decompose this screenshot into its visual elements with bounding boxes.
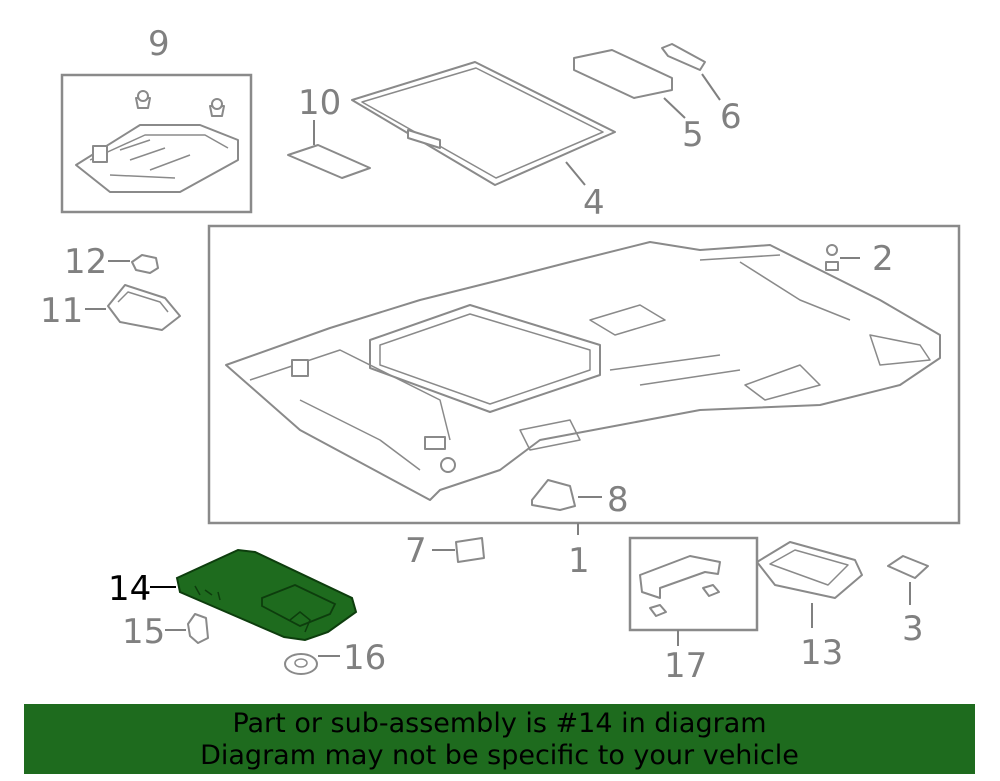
- banner-line-1: Part or sub-assembly is #14 in diagram: [232, 708, 767, 739]
- callout-14[interactable]: 14: [108, 569, 151, 609]
- part-5-illustration: [573, 49, 673, 99]
- callout-10: 10: [298, 83, 341, 123]
- callout-1: 1: [568, 541, 590, 581]
- callout-16: 16: [343, 638, 386, 678]
- callout-17: 17: [664, 646, 707, 686]
- part-6-illustration: [661, 43, 706, 71]
- leader-5: [663, 97, 686, 119]
- part-13-illustration: [756, 541, 863, 599]
- callout-6: 6: [720, 97, 742, 137]
- part-17-illustration: [639, 555, 721, 617]
- part-9-illustration: [75, 90, 239, 193]
- callout-9: 9: [148, 24, 170, 64]
- part-3-illustration: [887, 555, 929, 579]
- part-1-frame: [207, 224, 961, 525]
- part-2-illustration: [825, 244, 839, 271]
- callout-12: 12: [64, 242, 107, 282]
- callout-11: 11: [40, 291, 83, 331]
- callout-13: 13: [800, 633, 843, 673]
- part-10-label: [287, 144, 371, 179]
- banner-line-2: Diagram may not be specific to your vehi…: [200, 740, 799, 771]
- leader-4: [565, 161, 586, 186]
- part-9-frame: [60, 73, 253, 214]
- part-12-illustration: [131, 254, 159, 274]
- part-1-headliner: [225, 241, 941, 501]
- part-11-illustration: [107, 284, 181, 331]
- callout-4: 4: [583, 183, 605, 223]
- part-14-sun-visor[interactable]: [175, 548, 358, 642]
- callout-2: 2: [872, 239, 894, 279]
- part-7-illustration: [455, 537, 485, 563]
- callout-3: 3: [902, 609, 924, 649]
- part-4-illustration: [351, 61, 616, 186]
- leader-6: [701, 73, 721, 101]
- part-16-illustration: [284, 653, 318, 675]
- callout-5: 5: [682, 115, 704, 155]
- part-17-frame: [628, 536, 759, 632]
- part-15-illustration: [187, 613, 209, 644]
- callout-8: 8: [607, 480, 629, 520]
- callout-7: 7: [405, 531, 427, 571]
- info-banner: Part or sub-assembly is #14 in diagram D…: [24, 704, 975, 774]
- callout-15: 15: [122, 612, 165, 652]
- part-8-illustration: [531, 479, 576, 511]
